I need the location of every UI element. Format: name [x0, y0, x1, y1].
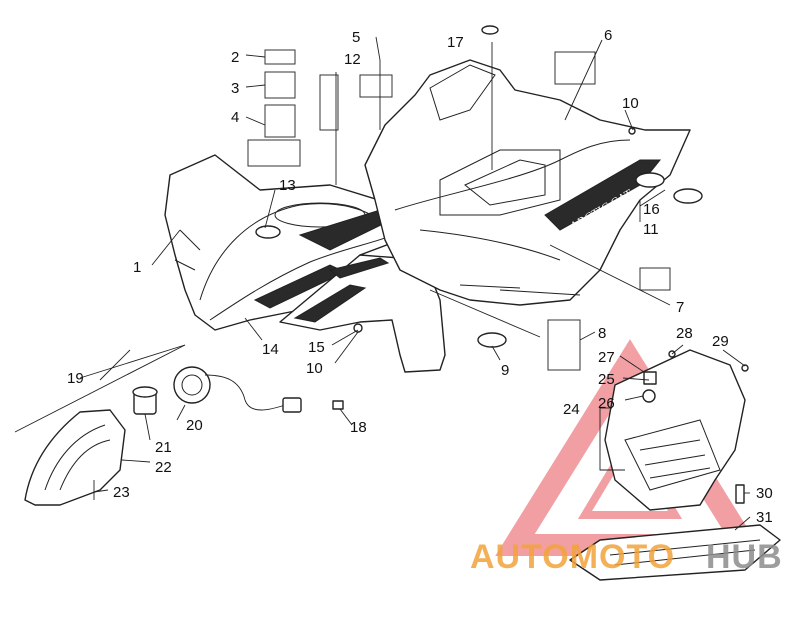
- callout-28: 28: [676, 325, 693, 342]
- callout-16: 16: [643, 201, 660, 218]
- callout-30: 30: [756, 485, 773, 502]
- decals: [247, 25, 671, 371]
- decal-4b: [247, 139, 301, 167]
- footwell-assembly: [569, 349, 781, 581]
- callout-9: 9: [501, 362, 509, 379]
- callout-13: 13: [279, 177, 296, 194]
- plug-17: [481, 25, 499, 35]
- callout-8: 8: [598, 325, 606, 342]
- headlight-assembly: [24, 366, 344, 506]
- callout-11: 11: [643, 221, 659, 238]
- callout-6: 6: [604, 27, 612, 44]
- callout-2: 2: [231, 49, 239, 66]
- callout-27: 27: [598, 349, 615, 366]
- callout-18: 18: [350, 419, 367, 436]
- callout-15: 15: [308, 339, 325, 356]
- callout-7: 7: [676, 299, 684, 316]
- callout-21: 21: [155, 439, 172, 456]
- callout-1: 1: [133, 259, 141, 276]
- center-panel-part: [279, 254, 446, 373]
- watermark-text-part2: HUB: [706, 538, 783, 576]
- callout-29: 29: [712, 333, 729, 350]
- callout-25: 25: [598, 371, 615, 388]
- leader-lines: [14, 36, 751, 531]
- callout-22: 22: [155, 459, 172, 476]
- decal-5: [359, 74, 393, 98]
- decal-6: [554, 51, 596, 85]
- watermark-text: AUTOMOTO HUB: [470, 538, 783, 576]
- screw-10a: [628, 127, 636, 135]
- callout-3: 3: [231, 80, 239, 97]
- callout-17: 17: [447, 34, 464, 51]
- pad-9: [477, 332, 507, 348]
- decal-7: [639, 267, 671, 291]
- callout-10a: 10: [622, 95, 639, 112]
- decal-2: [264, 49, 296, 65]
- front-fender-part: [164, 154, 401, 331]
- watermark-text-part1: AUTOMOTO: [470, 538, 675, 576]
- callout-24: 24: [563, 401, 580, 418]
- callout-23: 23: [113, 484, 130, 501]
- decal-4a: [264, 104, 296, 138]
- callout-4: 4: [231, 109, 239, 126]
- callout-31: 31: [756, 509, 773, 526]
- decal-3: [264, 71, 296, 99]
- callout-14: 14: [262, 341, 279, 358]
- callout-19: 19: [67, 370, 84, 387]
- callout-26: 26: [598, 395, 615, 412]
- callout-5: 5: [352, 29, 360, 46]
- callout-10b: 10: [306, 360, 323, 377]
- decal-12: [319, 74, 339, 131]
- decal-8: [547, 319, 581, 371]
- callout-12: 12: [344, 51, 361, 68]
- callout-labels: 1 2 3 4 5 6 7 8 9 10 10 11 12 13 14 15 1…: [67, 27, 773, 526]
- callout-20: 20: [186, 417, 203, 434]
